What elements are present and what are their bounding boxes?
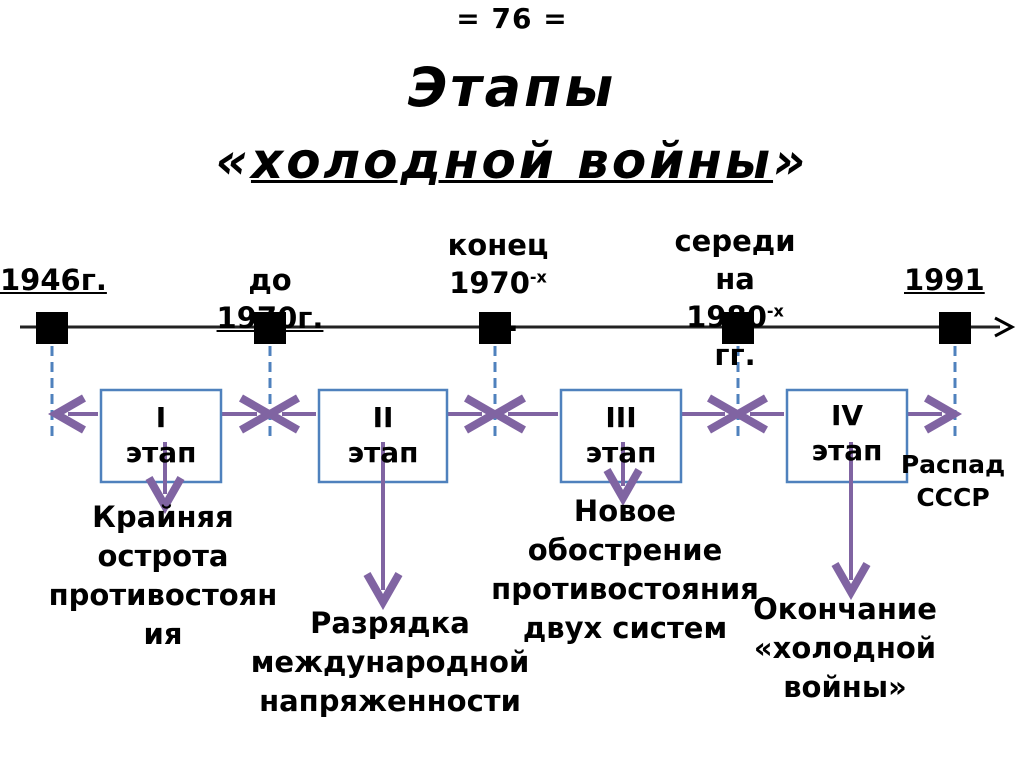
desc1-line4: ия [143,617,183,651]
description-stage-1: Крайняя острота противостоян ия [18,498,308,654]
date-mid-1980s-line2: на [715,262,755,296]
description-arrows [165,442,851,590]
stage-word-4: этап [811,434,883,467]
stage-label-3: III этап [561,400,681,470]
desc2-line2: международной [250,645,530,679]
date-1970: до 1970г. [195,261,345,337]
date-markers [36,312,971,344]
desc3-line1: Новое [573,494,677,528]
date-mid-1980s-sup: -х [766,301,784,321]
marker-1991 [939,312,971,344]
date-late-1970s-line1: конец [447,228,549,262]
final-event-line1: Распад [900,450,1006,479]
stage-word-1: этап [125,436,197,469]
desc4-line3: войны» [783,670,907,704]
stage-roman-3: III [605,401,637,434]
date-1946-text: 1946г. [0,263,107,297]
description-stage-3: Новое обострение противостояния двух сис… [460,492,790,648]
desc4-line2: «холодной [753,631,937,665]
desc1-line3: противостоян [48,578,278,612]
description-stage-4: Окончание «холодной войны» [715,590,975,707]
stage-box-1 [99,388,223,484]
date-1946: 1946г. [0,261,107,299]
description-stage-2: Разрядка международной напряженности [210,604,570,721]
final-event-label: Распад СССР [888,448,1018,514]
date-late-1970s-line3: гг. [477,304,519,338]
date-mid-1980s-line3: 1980 [686,300,767,334]
title-main: холодной войны [250,132,774,190]
stage-word-2: этап [347,436,419,469]
title-line-2: «холодной войны» [0,132,1024,190]
stage-roman-4: IV [830,399,864,432]
date-1991-text: 1991 [904,263,985,297]
date-mid-1980s-line4: гг. [714,338,756,372]
desc4-line1: Окончание [753,592,937,626]
desc1-line1: Крайняя [92,500,234,534]
marker-mid-1980s [722,312,754,344]
desc3-line2: обострение [527,533,723,567]
time-axis-arrowhead [994,316,1016,338]
stage-roman-1: I [155,401,167,434]
stage-label-4: IV этап [787,398,907,468]
page-number: = 76 = [456,2,568,35]
stage-roman-2: II [372,401,394,434]
marker-late-1970s [479,312,511,344]
date-mid-1980s-line1: середи [674,224,796,258]
title-quote-close: » [773,132,809,190]
stage-label-1: I этап [101,400,221,470]
date-1991: 1991 [904,261,985,299]
date-mid-1980s: середи на 1980-х гг. [650,222,820,374]
marker-1946 [36,312,68,344]
desc3-line3: противостояния [491,572,759,606]
date-late-1970s-sup: -х [529,267,547,287]
date-1970-line2: 1970г. [216,301,324,335]
stage-box-4 [785,388,909,484]
desc2-line1: Разрядка [310,606,470,640]
title-line-1: Этапы [407,56,617,119]
date-late-1970s: конец 1970-х гг. [420,226,576,340]
marker-1970 [254,312,286,344]
stage-label-2: II этап [319,400,447,470]
date-late-1970s-line2: 1970 [449,266,530,300]
date-1970-line1: до [248,263,292,297]
final-event-line2: СССР [916,483,990,512]
stage-word-3: этап [585,436,657,469]
desc2-line3: напряженности [259,684,521,718]
desc3-line4: двух систем [522,611,728,645]
desc1-line2: острота [97,539,229,573]
title-quote-open: « [215,132,251,190]
